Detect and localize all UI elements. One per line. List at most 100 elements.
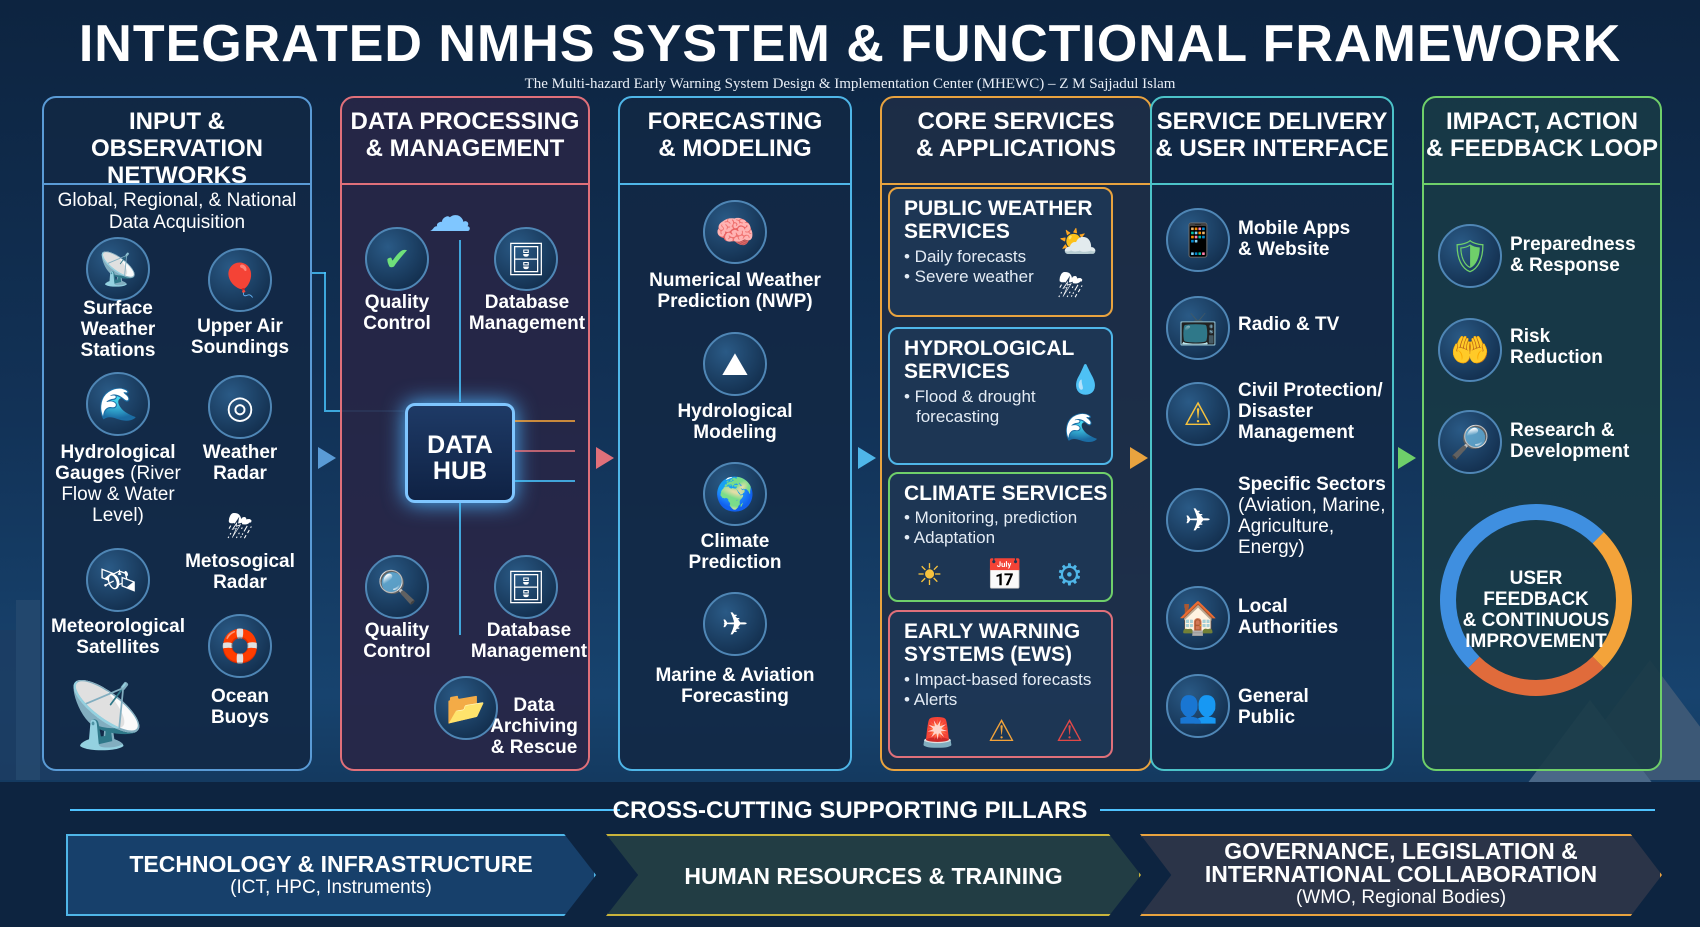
flow-arrow [318, 447, 336, 469]
page-title: INTEGRATED NMHS SYSTEM & FUNCTIONAL FRAM… [78, 15, 1622, 73]
column-title: FORECASTING& MODELING [647, 108, 823, 162]
mobile-apps-label: Mobile Apps& Website [1238, 218, 1351, 260]
divider [882, 183, 1150, 185]
city-skyline [16, 600, 40, 780]
warning-icon: ⚠ [1166, 382, 1230, 446]
flood-icon: 🌊 [1064, 412, 1099, 443]
divider [44, 183, 310, 185]
globe-brain-icon: 🧠 [703, 200, 767, 264]
divider [342, 183, 588, 185]
climate-services-card: CLIMATE SERVICES • Monitoring, predictio… [888, 472, 1113, 602]
connector-line [515, 450, 575, 452]
sun-cloud-icon: ⛅ [1058, 224, 1098, 260]
column-title: CORE SERVICES& APPLICATIONS [915, 108, 1116, 162]
flow-arrow [858, 447, 876, 469]
earth-icon: 🌍 [703, 462, 767, 526]
water-drop-icon: 💧 [1068, 364, 1103, 395]
pillars-title: CROSS-CUTTING SUPPORTING PILLARS [612, 797, 1088, 824]
specific-sectors-label: Specific Sectors(Aviation, Marine,Agricu… [1238, 474, 1386, 558]
divider [1152, 183, 1392, 185]
house-icon: 🏠 [1166, 586, 1230, 650]
magnifier-check-icon: 🔍 [365, 555, 429, 619]
flow-arrow [1398, 447, 1416, 469]
buoy-icon: 🛟 [208, 614, 272, 678]
connector-line [324, 272, 326, 410]
cloud-icon: ☁ [428, 192, 472, 241]
preparedness-response-label: Preparedness& Response [1510, 234, 1636, 276]
column-title: SERVICE DELIVERY& USER INTERFACE [1155, 108, 1389, 162]
balloon-icon: 🎈 [208, 248, 272, 312]
divider [620, 183, 850, 185]
storm-icon: ⛈ [1058, 267, 1084, 303]
connector-line [312, 272, 326, 274]
check-gear-icon: ✔ [365, 227, 429, 291]
pillars-line [70, 809, 620, 811]
mountain-river-icon: ⛰ [703, 332, 767, 396]
calendar-icon: 📅 [986, 559, 1024, 592]
pillar-technology: TECHNOLOGY & INFRASTRUCTURE(ICT, HPC, In… [66, 834, 596, 916]
forecasting-column: FORECASTING& MODELING [618, 96, 852, 771]
column-title: IMPACT, ACTION& FEEDBACK LOOP [1425, 108, 1658, 162]
connector-line [515, 480, 575, 482]
research-development-label: Research &Development [1510, 420, 1630, 462]
gear-icon: ⚙ [1056, 559, 1083, 592]
sun-icon: ☀ [916, 559, 943, 592]
airplane-icon: ✈ [1166, 488, 1230, 552]
database-icon: 🗄 [494, 227, 558, 291]
water-gauge-icon: 🌊 [86, 372, 150, 436]
radio-tv-label: Radio & TV [1238, 314, 1340, 335]
pillars-line [1100, 809, 1655, 811]
database-icon: 🗄 [494, 555, 558, 619]
pillar-governance: GOVERNANCE, LEGISLATION &INTERNATIONAL C… [1140, 834, 1662, 916]
tv-icon: 📺 [1166, 296, 1230, 360]
warning-icon: ⚠ [988, 715, 1015, 748]
flow-arrow [1130, 447, 1148, 469]
smartphone-icon: 📱 [1166, 208, 1230, 272]
siren-icon: 🚨 [920, 717, 955, 748]
warning-icon: ⚠ [1056, 715, 1083, 748]
antenna-tower-icon: 📡 [86, 237, 150, 301]
data-processing-column: DATA PROCESSING& MANAGEMENT [340, 96, 590, 771]
satellite-icon: 🛰 [86, 548, 150, 612]
satellite-dish-icon: 📡 [66, 679, 146, 751]
column-title: DATA PROCESSING& MANAGEMENT [350, 108, 580, 162]
pillar-human-resources: HUMAN RESOURCES & TRAINING [606, 834, 1141, 916]
connector-line [459, 240, 461, 402]
shield-check-icon: 🛡 [1438, 224, 1502, 288]
connector-line [459, 503, 461, 635]
page-subtitle: The Multi-hazard Early Warning System De… [524, 76, 1176, 92]
folder-archive-icon: 📂 [434, 676, 498, 740]
cloud-radar-icon: ⛈ [227, 508, 253, 544]
chart-magnifier-icon: 🔎 [1438, 410, 1502, 474]
radar-icon: ◎ [208, 375, 272, 439]
hands-shield-icon: 🤲 [1438, 318, 1502, 382]
people-icon: 👥 [1166, 674, 1230, 738]
flow-arrow [596, 447, 614, 469]
